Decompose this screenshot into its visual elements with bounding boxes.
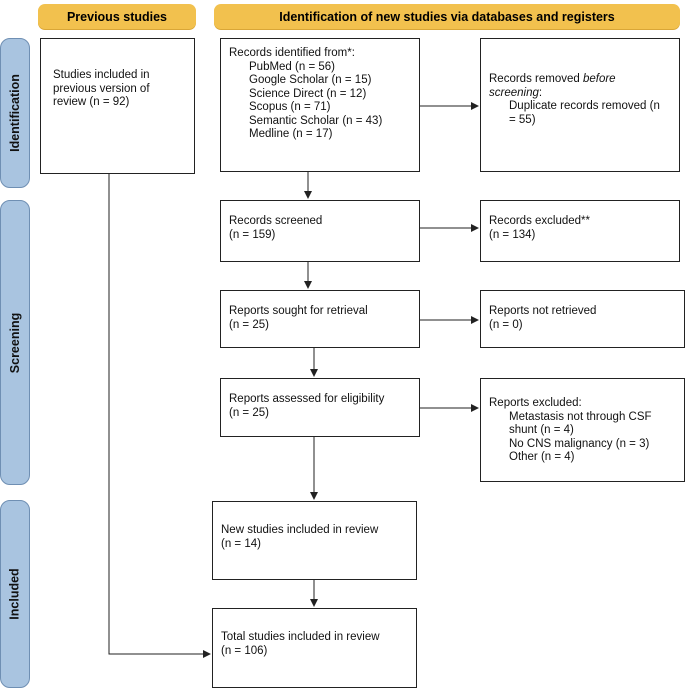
exclusion-reason-1: Metastasis not through CSF bbox=[509, 410, 652, 423]
source-pubmed: PubMed (n = 56) bbox=[249, 60, 335, 73]
box-reports-sought: Reports sought for retrieval (n = 25) bbox=[220, 290, 420, 348]
exclusion-reason-2: No CNS malignancy (n = 3) bbox=[509, 437, 650, 450]
previous-line-2: previous version of bbox=[53, 82, 150, 95]
reports-excluded-title: Reports excluded: bbox=[489, 397, 582, 409]
reports-not-retrieved-label: Reports not retrieved bbox=[489, 305, 597, 317]
box-records-excluded: Records excluded** (n = 134) bbox=[480, 200, 680, 262]
source-medline: Medline (n = 17) bbox=[249, 128, 333, 140]
new-studies-count: (n = 14) bbox=[221, 537, 261, 550]
reports-assessed-count: (n = 25) bbox=[229, 406, 269, 419]
reports-sought-count: (n = 25) bbox=[229, 318, 269, 331]
duplicate-records-line-1: Duplicate records removed (n bbox=[509, 100, 660, 112]
records-removed-title-emphasis: before screening bbox=[489, 73, 616, 99]
exclusion-reason-3: Other (n = 4) bbox=[509, 451, 575, 463]
records-screened-label: Records screened bbox=[229, 215, 323, 227]
duplicate-records-line-2: = 55) bbox=[509, 113, 536, 126]
records-removed-title: Records removed before screening: bbox=[489, 73, 671, 100]
phase-label-identification: Identification bbox=[0, 38, 30, 188]
previous-line-3: review (n = 92) bbox=[53, 96, 130, 108]
box-records-removed: Records removed before screening: Duplic… bbox=[480, 38, 680, 172]
header-previous-studies: Previous studies bbox=[38, 4, 196, 29]
box-reports-excluded: Reports excluded: Metastasis not through… bbox=[480, 378, 685, 482]
phase-label-screening: Screening bbox=[0, 200, 30, 485]
records-screened-count: (n = 159) bbox=[229, 228, 276, 241]
header-identification-new-studies: Identification of new studies via databa… bbox=[214, 4, 680, 29]
reports-assessed-label: Reports assessed for eligibility bbox=[229, 393, 385, 405]
box-new-studies-included: New studies included in review (n = 14) bbox=[212, 501, 417, 580]
records-removed-title-start: Records removed bbox=[489, 73, 583, 85]
box-reports-not-retrieved: Reports not retrieved (n = 0) bbox=[480, 290, 685, 348]
box-previous-studies-included: Studies included in previous version of … bbox=[40, 38, 195, 174]
source-science-direct: Science Direct (n = 12) bbox=[249, 87, 367, 100]
phase-label-included: Included bbox=[0, 500, 30, 688]
records-excluded-count: (n = 134) bbox=[489, 228, 536, 241]
total-studies-count: (n = 106) bbox=[221, 644, 268, 657]
total-studies-label: Total studies included in review bbox=[221, 631, 380, 643]
records-excluded-label: Records excluded** bbox=[489, 215, 591, 227]
new-studies-label: New studies included in review bbox=[221, 524, 379, 536]
source-semantic-scholar: Semantic Scholar (n = 43) bbox=[249, 114, 383, 127]
reports-not-retrieved-count: (n = 0) bbox=[489, 318, 523, 331]
arrow-previous-to-total bbox=[108, 174, 211, 658]
records-removed-title-end: : bbox=[538, 86, 543, 99]
box-total-studies-included: Total studies included in review (n = 10… bbox=[212, 608, 417, 688]
box-records-identified: Records identified from*: PubMed (n = 56… bbox=[220, 38, 420, 172]
source-google-scholar: Google Scholar (n = 15) bbox=[249, 74, 372, 86]
previous-line-1: Studies included in bbox=[53, 69, 150, 81]
box-records-screened: Records screened (n = 159) bbox=[220, 200, 420, 262]
box-reports-assessed: Reports assessed for eligibility (n = 25… bbox=[220, 378, 420, 437]
reports-sought-label: Reports sought for retrieval bbox=[229, 305, 368, 317]
exclusion-reason-1-cont: shunt (n = 4) bbox=[509, 424, 574, 436]
source-scopus: Scopus (n = 71) bbox=[249, 101, 331, 113]
records-identified-title: Records identified from*: bbox=[229, 47, 355, 59]
